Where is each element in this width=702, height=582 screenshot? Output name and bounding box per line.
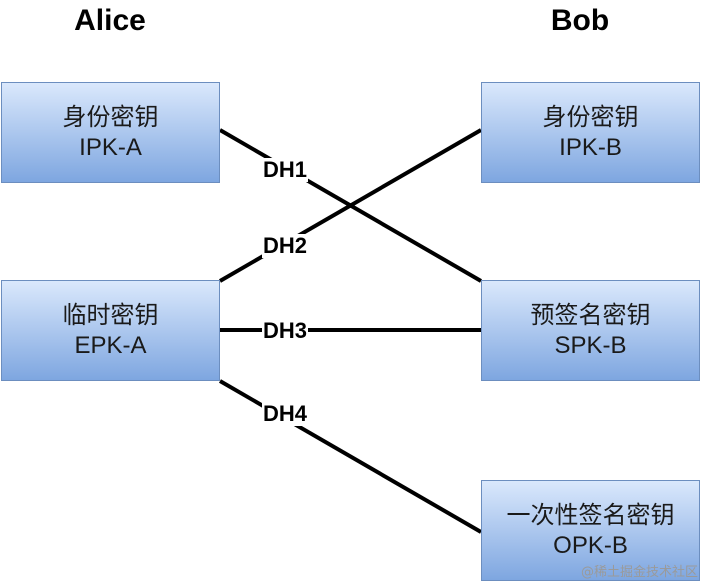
key-code: SPK-B [554,331,627,359]
bob-column-title: Bob [550,4,610,37]
key-name: 身份密钥 [62,103,159,131]
key-code: OPK-B [553,531,628,559]
key-code: IPK-A [79,133,142,161]
key-code: IPK-B [559,133,622,161]
watermark: @稀土掘金技术社区 [580,565,698,580]
edge-label-dh1: DH1 [262,157,309,182]
key-name: 临时密钥 [62,301,159,329]
bob-one-time-prekey-box: 一次性签名密钥 OPK-B [481,480,700,581]
bob-signed-prekey-box: 预签名密钥 SPK-B [481,280,700,381]
edge-label-dh4: DH4 [262,401,309,426]
key-code: EPK-A [74,331,147,359]
edge-label-dh2: DH2 [262,233,309,258]
edge-dh4 [218,379,483,534]
key-name: 一次性签名密钥 [506,501,675,529]
alice-identity-key-box: 身份密钥 IPK-A [1,82,220,183]
bob-identity-key-box: 身份密钥 IPK-B [481,82,700,183]
alice-ephemeral-key-box: 临时密钥 EPK-A [1,280,220,381]
edge-label-dh3: DH3 [262,318,309,343]
key-name: 身份密钥 [542,103,639,131]
key-name: 预签名密钥 [530,301,651,329]
alice-column-title: Alice [74,4,146,37]
